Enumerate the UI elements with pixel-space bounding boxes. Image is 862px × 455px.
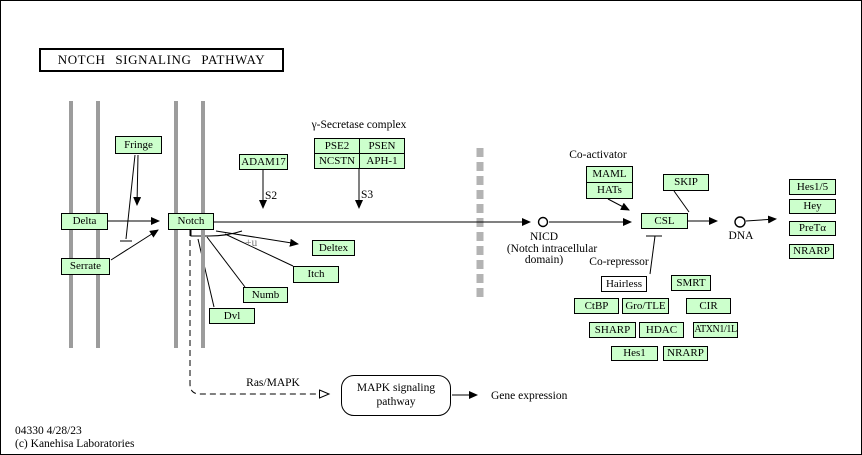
mapk-pathway-link-box[interactable]: MAPK signaling pathway bbox=[341, 375, 451, 416]
nicd-sub-label-1: (Notch intracellular bbox=[506, 243, 598, 255]
gene-box-hes1[interactable]: Hes1 bbox=[611, 346, 658, 361]
pathway-title-box: NOTCH SIGNALING PATHWAY bbox=[39, 48, 284, 72]
dna-node-circle[interactable] bbox=[734, 216, 746, 228]
gene-box-preta[interactable]: PreTα bbox=[789, 221, 836, 236]
coactivator-label: Co-activator bbox=[569, 149, 627, 161]
gene-box-dvl[interactable]: Dvl bbox=[209, 308, 255, 324]
edge-skip-csl bbox=[673, 190, 690, 213]
gene-box-ncstn[interactable]: NCSTN bbox=[314, 153, 360, 169]
edge-fringe-inhibit bbox=[125, 154, 136, 240]
gene-box-itch[interactable]: Itch bbox=[293, 266, 339, 283]
gene-expression-label: Gene expression bbox=[491, 390, 568, 402]
gene-box-hats[interactable]: HATs bbox=[586, 182, 633, 199]
main-edges bbox=[108, 154, 777, 399]
gene-box-delta[interactable]: Delta bbox=[61, 213, 108, 230]
edge-fringe-activate bbox=[133, 154, 142, 206]
notch-fanout-lines bbox=[190, 230, 299, 308]
gene-box-hey[interactable]: Hey bbox=[789, 199, 836, 214]
mapk-pathway-label-line2: pathway bbox=[376, 395, 416, 408]
gene-box-numb[interactable]: Numb bbox=[243, 287, 288, 303]
edge-notch-deltex bbox=[215, 230, 299, 247]
s3-site-label: S3 bbox=[361, 189, 374, 201]
gene-box-skip[interactable]: SKIP bbox=[663, 174, 709, 191]
edge-coactivator-csl bbox=[607, 198, 630, 211]
gene-box-cir[interactable]: CIR bbox=[686, 298, 731, 314]
edge-notch-itch bbox=[224, 233, 294, 267]
gene-box-csl[interactable]: CSL bbox=[641, 213, 688, 229]
nicd-node-circle[interactable] bbox=[537, 216, 549, 228]
gene-box-aph1[interactable]: APH-1 bbox=[359, 153, 405, 169]
nicd-sub-label-2: domain) bbox=[524, 254, 564, 266]
mapk-pathway-label-line1: MAPK signaling bbox=[356, 382, 436, 395]
gene-box-nrarp-r[interactable]: NRARP bbox=[789, 244, 834, 259]
ras-mapk-label: Ras/MAPK bbox=[246, 377, 300, 389]
gene-box-notch[interactable]: Notch bbox=[168, 213, 214, 230]
s2-site-label: S2 bbox=[265, 190, 278, 202]
map-id-label: 04330 4/28/23 bbox=[15, 425, 82, 437]
gene-box-sharp[interactable]: SHARP bbox=[589, 322, 636, 338]
gene-box-nrarp-b[interactable]: NRARP bbox=[663, 346, 708, 361]
copyright-label: (c) Kanehisa Laboratories bbox=[15, 438, 135, 450]
gene-box-atxn[interactable]: ATXN1/1L bbox=[693, 322, 738, 338]
gene-box-deltex[interactable]: Deltex bbox=[312, 240, 355, 256]
gene-box-grotle[interactable]: Gro/TLE bbox=[622, 298, 669, 314]
gene-box-hes15[interactable]: Hes1/5 bbox=[789, 179, 836, 195]
gene-box-hdac[interactable]: HDAC bbox=[639, 322, 684, 338]
gene-box-hairless[interactable]: Hairless bbox=[601, 276, 647, 292]
nicd-label: NICD bbox=[529, 231, 559, 243]
gene-box-smrt[interactable]: SMRT bbox=[671, 275, 711, 291]
edge-dna-targets bbox=[745, 215, 777, 224]
gene-box-ctbp[interactable]: CtBP bbox=[574, 298, 619, 314]
edge-serrate-notch bbox=[110, 229, 159, 261]
edge-notch-dvl bbox=[197, 238, 215, 308]
gamma-secretase-label: γ-Secretase complex bbox=[311, 119, 407, 131]
gene-box-serrate[interactable]: Serrate bbox=[61, 258, 110, 275]
ubiquitination-label: +u bbox=[245, 237, 258, 249]
gene-box-psen[interactable]: PSEN bbox=[359, 138, 405, 154]
notch-ubiquitin-bracket bbox=[190, 230, 243, 237]
edge-notch-numb bbox=[206, 236, 246, 288]
gene-box-maml[interactable]: MAML bbox=[586, 166, 633, 183]
gene-box-adam17[interactable]: ADAM17 bbox=[239, 154, 288, 170]
gene-box-fringe[interactable]: Fringe bbox=[115, 136, 162, 154]
pathway-title: NOTCH SIGNALING PATHWAY bbox=[57, 52, 266, 67]
gene-box-pse2[interactable]: PSE2 bbox=[314, 138, 360, 154]
edge-corepressor-csl bbox=[649, 235, 656, 275]
corepressor-label: Co-repressor bbox=[589, 256, 649, 268]
dna-label: DNA bbox=[728, 230, 754, 242]
edge-notch-mapk-dashed bbox=[189, 230, 328, 394]
